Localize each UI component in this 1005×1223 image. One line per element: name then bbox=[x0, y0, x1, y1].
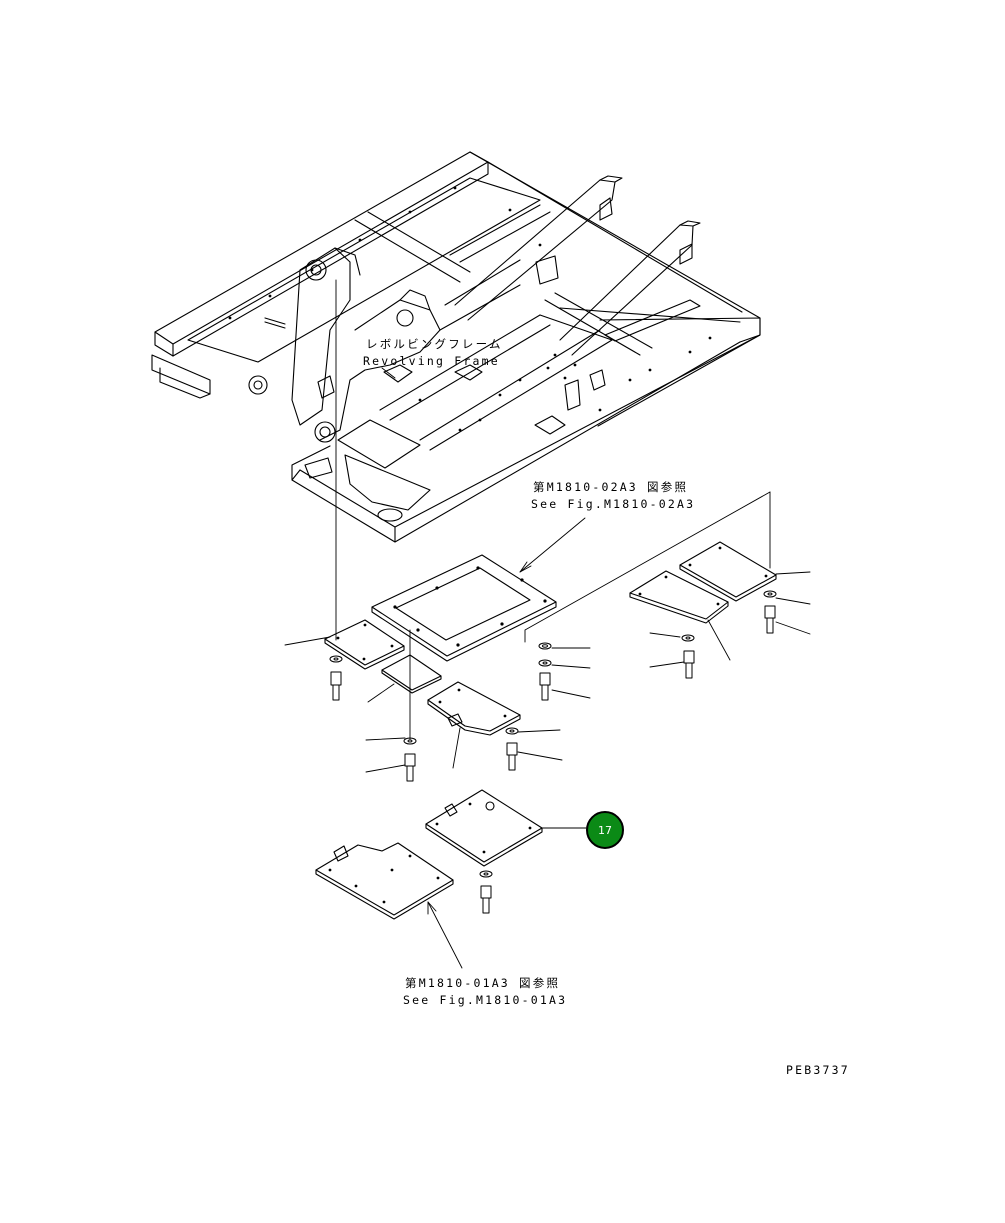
drawing-code: PEB3737 bbox=[786, 1063, 850, 1077]
upper-center-plate bbox=[371, 554, 557, 662]
bolts-and-washers bbox=[329, 590, 777, 914]
part-callout-17[interactable]: 17 bbox=[586, 811, 624, 849]
upper-reference-japanese: 第M1810-02A3 図参照 bbox=[533, 480, 689, 494]
right-cover-plates bbox=[629, 541, 777, 624]
leader-lines bbox=[284, 279, 811, 969]
lower-cover-item-17 bbox=[425, 789, 543, 867]
center-small-cover bbox=[427, 681, 521, 736]
left-cover-plates bbox=[324, 619, 442, 694]
frame-label-english: Revolving Frame bbox=[363, 354, 500, 368]
lower-reference-english: See Fig.M1810-01A3 bbox=[403, 993, 568, 1007]
part-callout-number: 17 bbox=[598, 823, 612, 837]
upper-reference-english: See Fig.M1810-02A3 bbox=[531, 497, 696, 511]
lower-large-cover bbox=[315, 842, 454, 920]
frame-rivets bbox=[228, 186, 712, 432]
frame-label-japanese: レボルビングフレーム bbox=[366, 337, 503, 351]
lower-reference-japanese: 第M1810-01A3 図参照 bbox=[405, 976, 561, 990]
revolving-frame bbox=[151, 151, 761, 543]
